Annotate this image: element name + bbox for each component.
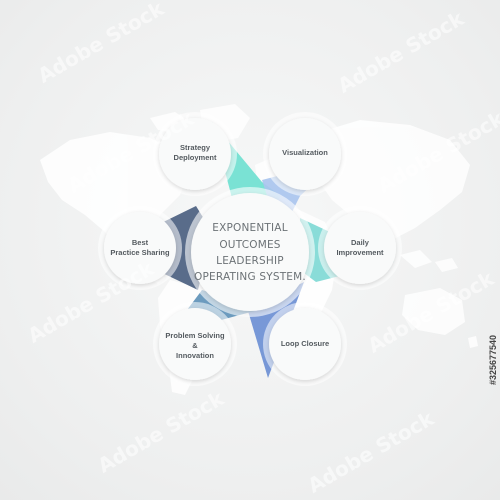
- node-circle-problem-solving-innovation: [159, 308, 231, 380]
- node-label-visualization: Visualization: [282, 147, 328, 157]
- node-circle-group: [98, 112, 402, 386]
- node-circle-strategy-deployment: [159, 118, 231, 190]
- node-circle-loop-closure: [269, 308, 341, 380]
- center-title: EXPONENTIAL OUTCOMES LEADERSHIP OPERATIN…: [194, 222, 306, 284]
- node-circle-visualization: [269, 118, 341, 190]
- stock-id-label: #325677540: [488, 334, 498, 385]
- node-label-loop-closure: Loop Closure: [280, 338, 330, 348]
- node-circle-daily-improvement: [324, 212, 396, 284]
- node-label-best-practice-sharing: Best Practice Sharing: [110, 237, 170, 257]
- center-circle-group: [185, 187, 315, 317]
- node-label-daily-improvement: Daily Improvement: [336, 237, 384, 257]
- node-label-problem-solving-innovation: Problem Solving & Innovation: [165, 330, 225, 361]
- node-circle-best-practice-sharing: [104, 212, 176, 284]
- node-label-strategy-deployment: Strategy Deployment: [173, 142, 217, 162]
- center-circle: [191, 193, 309, 311]
